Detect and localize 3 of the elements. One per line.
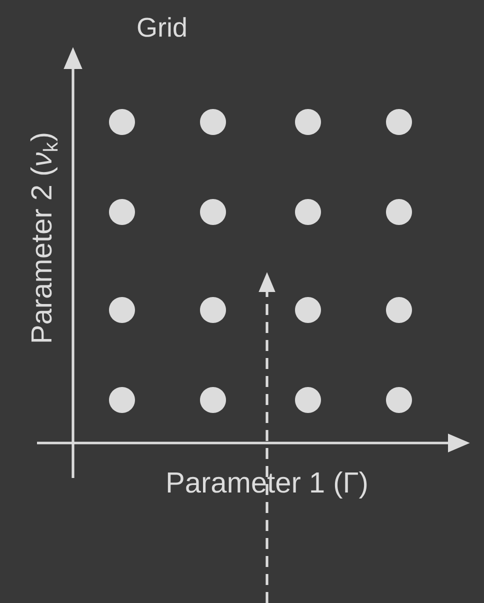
axis-label: Parameter 2 (ν$_{k}$) [30, 134, 58, 342]
axis-label: Parameter 1 (Γ) [168, 472, 367, 499]
title: Grid [138, 17, 186, 37]
